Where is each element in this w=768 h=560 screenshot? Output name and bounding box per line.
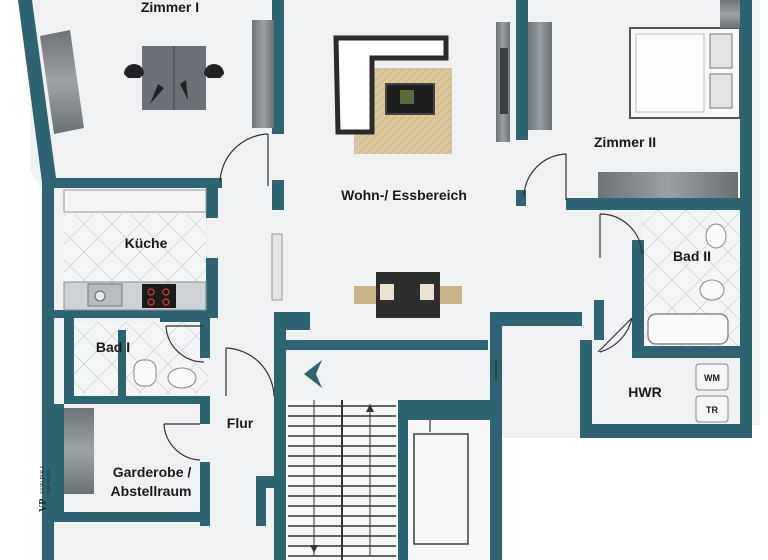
stairwell-floor xyxy=(408,420,494,560)
room-label-bad1: Bad I xyxy=(96,339,130,355)
stairwell-inner xyxy=(413,433,469,545)
appliance-dryer-label: TR xyxy=(706,405,718,415)
room-label-wohn: Wohn-/ Essbereich xyxy=(341,187,467,203)
svg-text:IMMOBILIEN: IMMOBILIEN xyxy=(46,469,51,494)
zimmer2-furniture xyxy=(598,0,741,198)
living-furniture xyxy=(271,22,552,318)
doors xyxy=(163,133,643,461)
room-label-zimmer2: Zimmer II xyxy=(594,134,656,150)
room-label-garderobe: Garderobe / xyxy=(113,464,192,480)
room-label-bad2: Bad II xyxy=(673,248,711,264)
svg-text:VP: VP xyxy=(38,499,49,512)
watermark-text: McGrundriss xyxy=(743,357,752,402)
room-label-flur: Flur xyxy=(227,415,254,431)
room-label-kueche: Küche xyxy=(125,235,168,251)
kitchen-furniture xyxy=(63,189,207,311)
walls xyxy=(18,0,752,560)
arrow-left-icon xyxy=(304,360,322,388)
room-label-abstellraum: Abstellraum xyxy=(111,483,192,499)
room-label-hwr: HWR xyxy=(628,384,661,400)
bath-fixtures xyxy=(133,223,729,423)
svg-text:VON POLL: VON POLL xyxy=(40,464,46,494)
stairs-icon xyxy=(286,400,398,560)
brand-logo: VP VON POLL IMMOBILIEN xyxy=(38,464,51,512)
appliance-washing-machine-label: WM xyxy=(704,373,720,383)
room-label-zimmer1: Zimmer I xyxy=(141,0,199,15)
zimmer1-furniture xyxy=(40,20,274,134)
wardrobe xyxy=(64,408,94,494)
